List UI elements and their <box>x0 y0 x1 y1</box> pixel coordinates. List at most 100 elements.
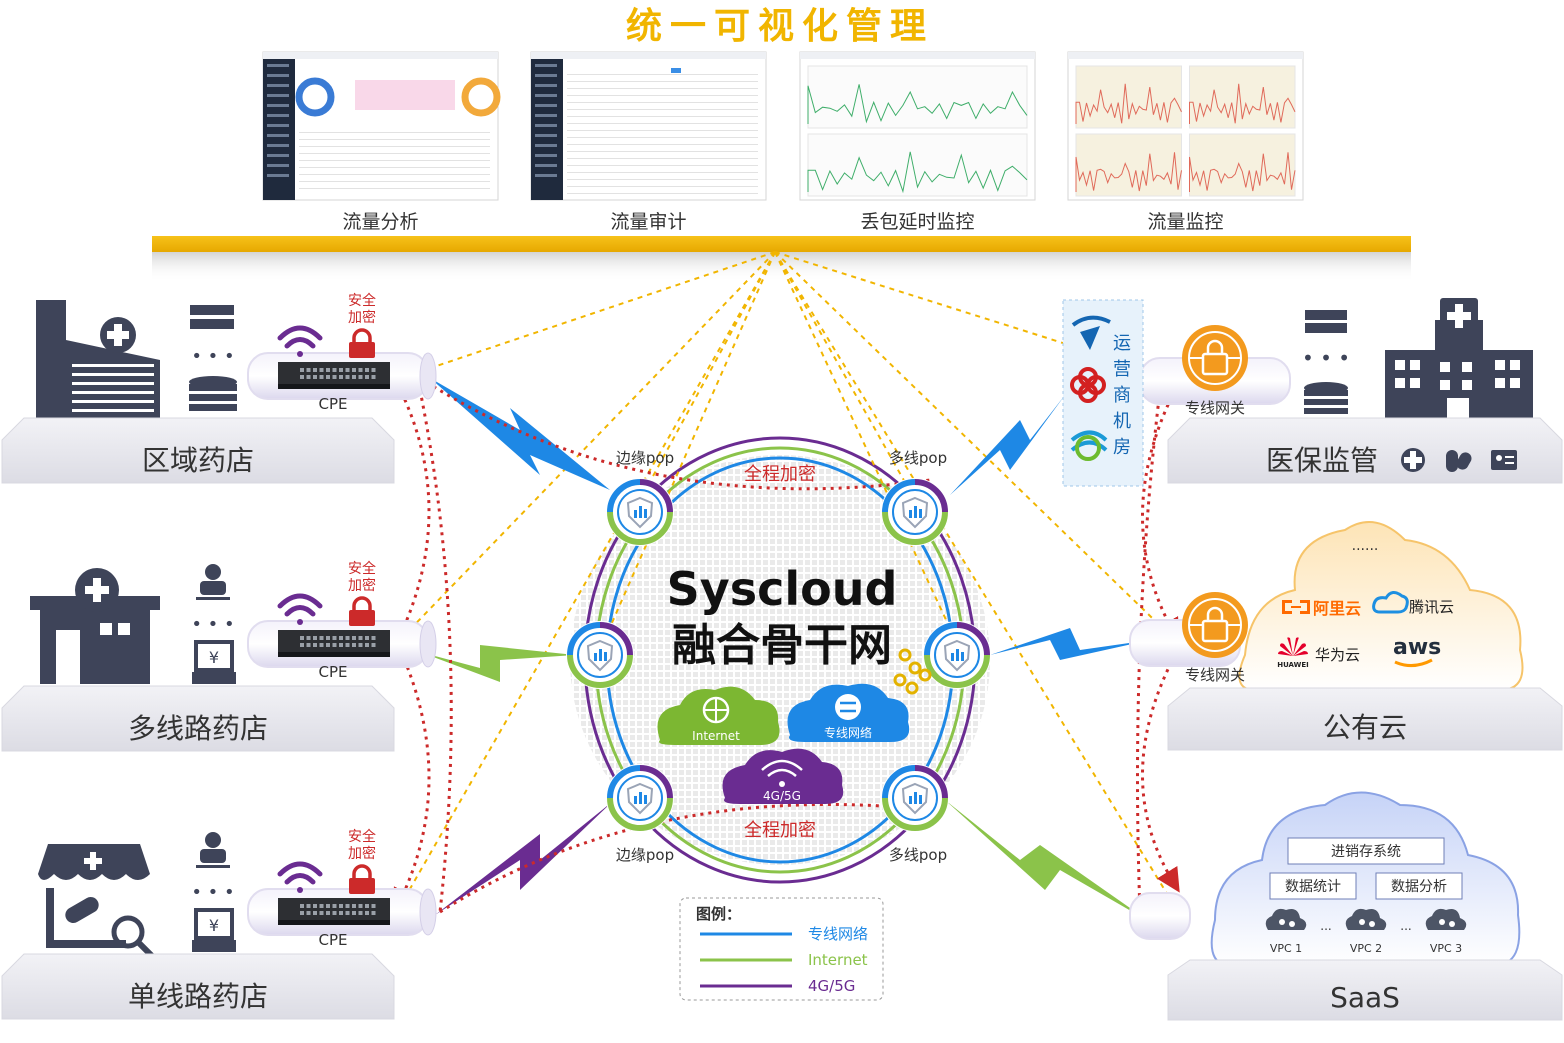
cashier-terminal-icon: ¥ <box>192 908 236 952</box>
dashboard-screen: 流量监控 <box>1067 51 1304 233</box>
site-label: 公有云 <box>1323 711 1407 744</box>
link-green-bottom-right <box>945 800 1150 922</box>
cloud-internet-label: Internet <box>692 729 740 743</box>
pop-node-icon <box>566 621 634 689</box>
cpe-switch-icon <box>278 362 390 389</box>
site-medical-insurance: 专线网关 • • • 医保监管 <box>1139 298 1563 484</box>
security-label: 加密 <box>348 845 376 862</box>
pop-label-multi-bottom: 多线pop <box>889 846 947 864</box>
provider-tencent: 腾讯云 <box>1409 598 1454 616</box>
vpc-cloud-icon: VPC 1 <box>1265 908 1307 955</box>
lightning-links <box>420 378 1150 922</box>
coin-decor <box>893 648 932 695</box>
lock-icon <box>349 328 375 358</box>
security-label: 安全 <box>348 292 376 309</box>
dashboard-label: 流量监控 <box>1147 211 1223 233</box>
saas-system-label: 进销存系统 <box>1331 844 1401 860</box>
staff-icon <box>196 564 230 600</box>
ellipsis-icon: • • • <box>1302 346 1350 370</box>
pop-label-multi-top: 多线pop <box>889 449 947 467</box>
security-label: 加密 <box>348 309 376 326</box>
dashboard-screen: 流量审计 <box>530 51 767 233</box>
legend-label: 专线网络 <box>808 925 868 943</box>
yen-icon: ¥ <box>209 648 219 667</box>
pop-node-icon <box>606 764 674 832</box>
ellipsis-icon: • • • <box>191 346 234 367</box>
server-icon <box>190 305 234 329</box>
pop-label-edge-top: 边缘pop <box>616 449 674 467</box>
cloud-mobile: 4G/5G <box>722 748 844 804</box>
provider-aliyun: 阿里云 <box>1313 599 1361 618</box>
dashboard-screen: 丢包延时监控 <box>799 51 1036 233</box>
cpe-switch-icon <box>278 630 390 657</box>
vpc-cloud-icon: VPC 3 <box>1425 908 1467 955</box>
medical-cross-icon <box>1401 448 1425 472</box>
vpc-label: VPC 1 <box>1270 942 1302 955</box>
encrypt-label-bottom: 全程加密 <box>744 820 816 841</box>
cpe-label: CPE <box>319 395 348 413</box>
dashboard-group: 流量分析 流量审计 丢包延时监控流量监控 <box>262 51 1304 233</box>
gateway-label: 专线网关 <box>1185 399 1245 417</box>
link-blue-top-left <box>430 378 610 490</box>
site-public-cloud: ...... 阿里云 腾讯云 HUAWEI 华为云 aws <box>1129 521 1563 751</box>
site-label: 区域药店 <box>142 444 254 477</box>
carrier-char: 营 <box>1113 359 1131 380</box>
gateway-icon <box>1182 592 1248 658</box>
wifi-icon <box>277 593 323 625</box>
pop-node-icon <box>606 478 674 546</box>
aws-smile-icon <box>1394 658 1433 667</box>
pop-node-icon <box>881 764 949 832</box>
cpe-switch-icon <box>278 898 390 925</box>
link-green-mid-left <box>420 645 575 682</box>
hospital-building-icon <box>36 300 160 418</box>
vpc-ellipsis: ... <box>1400 919 1411 933</box>
pop-node-icon <box>923 621 991 689</box>
cloud-dedicated: 专线网络 <box>787 683 910 742</box>
carrier-char: 运 <box>1113 333 1131 354</box>
carrier-char: 机 <box>1113 411 1131 432</box>
id-card-icon <box>1491 450 1517 470</box>
saas-system-box <box>1287 837 1445 865</box>
vpc-label: VPC 2 <box>1350 942 1382 955</box>
site-label: 单线路药店 <box>128 980 268 1013</box>
hospital-icon <box>1385 298 1533 418</box>
china-mobile-icon <box>1070 430 1108 461</box>
legend-label: Internet <box>808 951 868 969</box>
lock-icon <box>349 864 375 894</box>
vpc-cloud-icon: VPC 2 <box>1345 908 1387 955</box>
provider-huawei: 华为云 <box>1315 646 1360 664</box>
tencent-cloud-logo-icon <box>1372 591 1409 614</box>
dashboard-label: 流量分析 <box>342 211 418 233</box>
drugstore-shop-icon <box>38 844 155 959</box>
site-label: 医保监管 <box>1266 444 1378 477</box>
database-icon <box>1304 382 1348 414</box>
provider-aws: aws <box>1393 635 1441 660</box>
legend-label: 4G/5G <box>808 977 855 995</box>
pill-icon <box>1446 450 1472 472</box>
staff-icon <box>196 832 230 868</box>
cloud-dedicated-label: 专线网络 <box>824 725 872 740</box>
saas-module-label: 数据分析 <box>1391 879 1447 895</box>
saas-module-box <box>1269 872 1357 900</box>
link-blue-top-right <box>950 395 1065 495</box>
china-unicom-icon <box>1070 367 1106 403</box>
ellipsis-icon: • • • <box>191 882 234 903</box>
globe-backdrop <box>570 455 990 865</box>
dashboard-screen: 流量分析 <box>262 51 501 233</box>
core-title-zh: 融合骨干网 <box>672 620 892 671</box>
management-links <box>394 251 1181 916</box>
pop-label-edge-bottom: 边缘pop <box>616 846 674 864</box>
aliyun-logo-icon <box>1282 600 1310 614</box>
legend-items: 专线网络 Internet 4G/5G <box>700 925 868 995</box>
yen-icon: ¥ <box>209 916 219 935</box>
carrier-datacenter: 运 营 商 机 房 <box>1062 299 1144 487</box>
gateway-icon <box>1182 325 1248 391</box>
encrypt-label-top: 全程加密 <box>744 464 816 485</box>
dashboard-label: 流量审计 <box>610 211 686 233</box>
